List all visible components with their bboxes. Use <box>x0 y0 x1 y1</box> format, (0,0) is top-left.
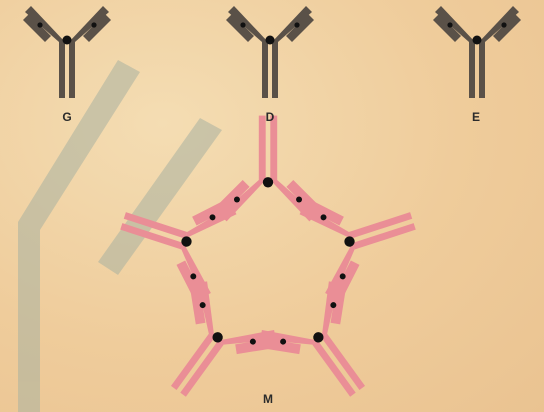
antibody-g <box>23 6 111 98</box>
label-e: E <box>472 110 480 124</box>
label-g: G <box>62 110 71 124</box>
igm-unit <box>217 116 318 222</box>
antibody-m <box>107 116 428 412</box>
igm-unit <box>297 173 429 302</box>
label-m: M <box>263 392 273 406</box>
antibody-d <box>226 6 314 98</box>
label-d: D <box>266 110 275 124</box>
igm-unit <box>137 276 281 412</box>
antibody-e <box>433 6 521 98</box>
igm-unit <box>254 276 398 412</box>
